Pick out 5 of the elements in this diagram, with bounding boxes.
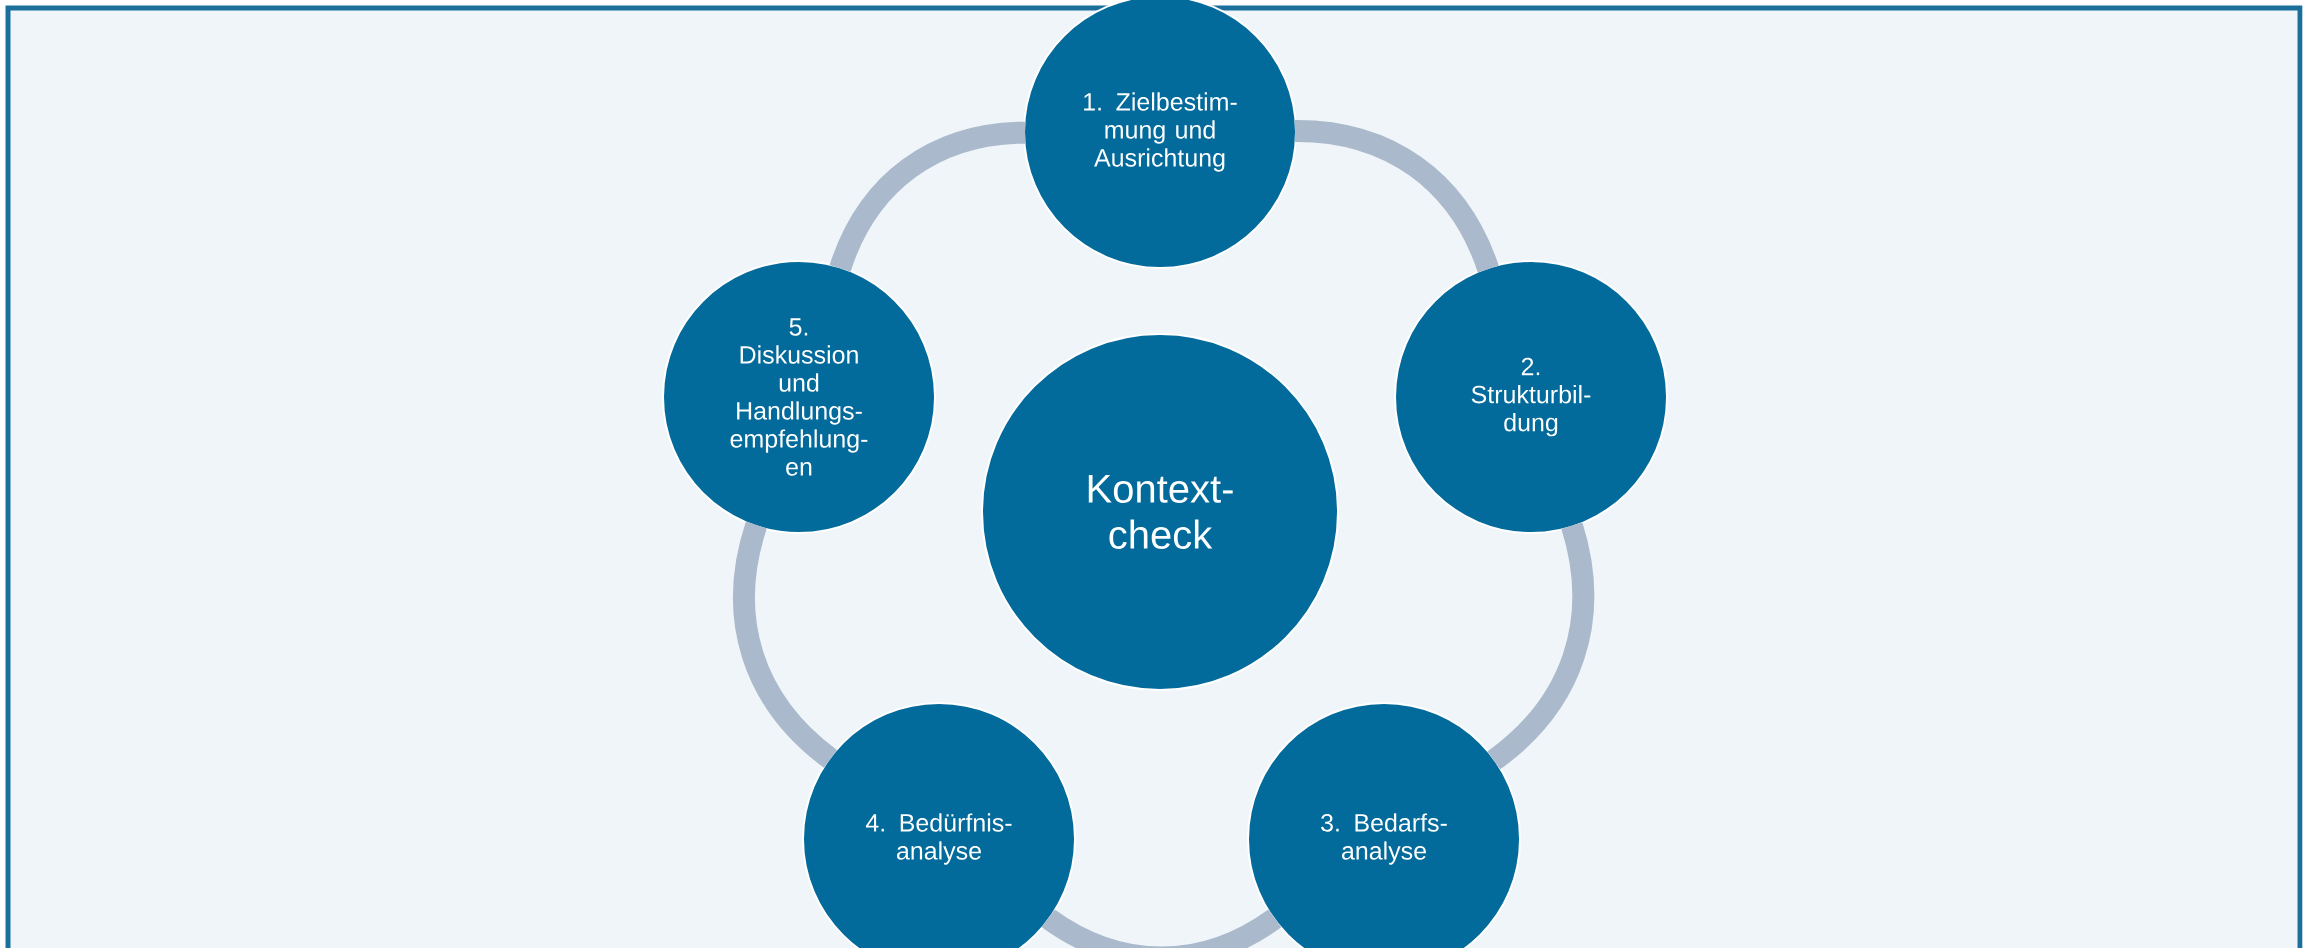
ring-arc — [829, 121, 1026, 273]
ring-arc — [1486, 522, 1595, 770]
ring-arc — [733, 522, 838, 768]
ring-arc — [1294, 119, 1499, 273]
ring-arc — [1042, 909, 1281, 948]
